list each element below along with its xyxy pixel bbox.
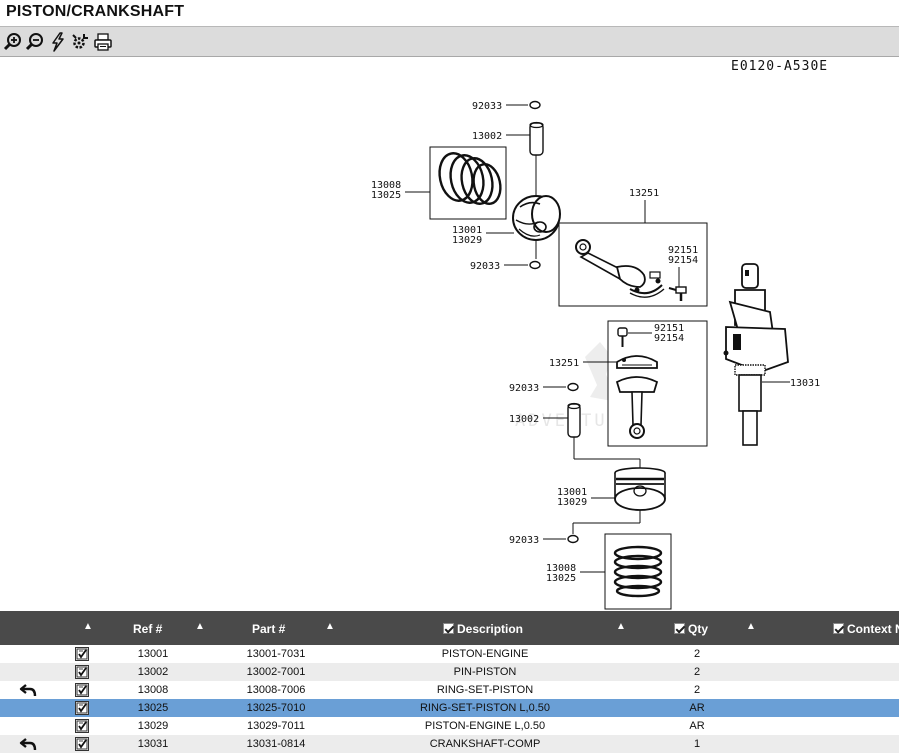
header-ref[interactable]: Ref #: [133, 622, 163, 636]
table-row[interactable]: 13031 13031-0814 CRANKSHAFT-COMP 1: [0, 735, 899, 753]
cell-description: CRANKSHAFT-COMP: [429, 738, 541, 750]
cell-description: RING-SET-PISTON: [436, 684, 534, 696]
header-context[interactable]: Context Notes: [833, 622, 899, 636]
cell-description: PISTON-ENGINE: [441, 648, 529, 660]
sort-icon[interactable]: ▲︎: [746, 621, 756, 632]
cell-part: 13029-7011: [247, 720, 305, 732]
connecting-rod-part-top[interactable]: [575, 239, 665, 298]
checkbox-icon[interactable]: [674, 623, 685, 634]
callout-92033-lower-a[interactable]: 92033: [509, 383, 539, 394]
cell-description: PIN-PISTON: [453, 666, 517, 678]
connecting-rod-part-lower[interactable]: [615, 355, 659, 439]
circlip-part[interactable]: [529, 100, 541, 110]
table-row[interactable]: 13002 13002-7001 PIN-PISTON 2: [0, 663, 899, 681]
table-row[interactable]: 13001 13001-7031 PISTON-ENGINE 2: [0, 645, 899, 663]
callout-92033-top[interactable]: 92033: [472, 101, 502, 112]
header-context-label: Context Notes: [847, 622, 899, 636]
callout-13029-top[interactable]: 13029: [452, 235, 482, 246]
settings-icon[interactable]: [70, 32, 90, 52]
sort-icon[interactable]: ▲︎: [83, 621, 93, 632]
callout-92033-mid[interactable]: 92033: [470, 261, 500, 272]
cell-ref: 13029: [137, 720, 169, 732]
header-part[interactable]: Part #: [252, 622, 286, 636]
bolt-part-top[interactable]: [668, 286, 687, 301]
diagram-code: E0120-A530E: [731, 59, 829, 74]
row-select-checkbox[interactable]: [75, 701, 89, 715]
piston-rings-part[interactable]: [435, 150, 504, 206]
cell-part: 13008-7006: [246, 684, 306, 696]
callout-13025-lower[interactable]: 13025: [546, 573, 576, 584]
cell-qty: 1: [693, 738, 701, 750]
checkbox-icon[interactable]: [833, 623, 844, 634]
cell-description: RING-SET-PISTON L,0.50: [419, 702, 550, 714]
cell-qty: 2: [693, 684, 701, 696]
return-arrow-icon[interactable]: [18, 682, 38, 698]
zoom-out-icon[interactable]: [25, 32, 45, 52]
callout-13251-top[interactable]: 13251: [629, 188, 659, 199]
table-row[interactable]: 13008 13008-7006 RING-SET-PISTON 2: [0, 681, 899, 699]
grid-header: ▲︎ Ref # ▲︎ Part # ▲︎ Description ▲︎ Qty…: [0, 611, 899, 645]
callout-13002-top[interactable]: 13002: [472, 131, 502, 142]
lightning-icon[interactable]: [48, 32, 68, 52]
piston-part-top[interactable]: [512, 195, 561, 241]
parts-diagram[interactable]: E0120-A530E ADVENTURE 92033 13002 13008 …: [0, 57, 899, 611]
row-select-checkbox[interactable]: [75, 683, 89, 697]
header-description-label: Description: [457, 622, 524, 636]
print-icon[interactable]: [93, 32, 113, 52]
row-select-checkbox[interactable]: [75, 719, 89, 733]
callout-13001-lower[interactable]: 13001: [557, 487, 587, 498]
row-select-checkbox[interactable]: [75, 737, 89, 751]
cell-part: 13002-7001: [246, 666, 306, 678]
title-bar: PISTON/CRANKSHAFT: [0, 0, 899, 27]
cell-part: 13031-0814: [246, 738, 306, 750]
callout-13025-top[interactable]: 13025: [371, 190, 401, 201]
row-select-checkbox[interactable]: [75, 647, 89, 661]
sort-icon[interactable]: ▲︎: [325, 621, 335, 632]
page-title: PISTON/CRANKSHAFT: [6, 3, 185, 20]
callout-13031[interactable]: 13031: [790, 378, 820, 389]
callout-92151-lower[interactable]: 92151: [654, 323, 684, 334]
piston-rings-part-lower[interactable]: [613, 545, 663, 598]
callout-92033-lower-b[interactable]: 92033: [509, 535, 539, 546]
bolt-part-lower[interactable]: [617, 327, 628, 347]
callout-92151-top[interactable]: 92151: [668, 245, 698, 256]
callout-13029-lower[interactable]: 13029: [557, 497, 587, 508]
callout-13008-top[interactable]: 13008: [371, 180, 401, 191]
cell-qty: 2: [693, 666, 701, 678]
cell-part: 13025-7010: [246, 702, 306, 714]
cell-ref: 13001: [137, 648, 169, 660]
header-qty[interactable]: Qty: [674, 622, 708, 636]
return-arrow-icon[interactable]: [18, 736, 38, 752]
sort-icon[interactable]: ▲︎: [616, 621, 626, 632]
cell-ref: 13008: [137, 684, 169, 696]
cell-ref: 13025: [137, 702, 169, 714]
toolbar: [0, 27, 899, 57]
cell-ref: 13002: [137, 666, 169, 678]
callout-13251-lower[interactable]: 13251: [549, 358, 579, 369]
cell-ref: 13031: [137, 738, 169, 750]
header-description[interactable]: Description: [443, 622, 523, 636]
callout-13008-lower[interactable]: 13008: [546, 563, 576, 574]
callout-92154-lower[interactable]: 92154: [654, 333, 684, 344]
callout-92154-top[interactable]: 92154: [668, 255, 698, 266]
header-qty-label: Qty: [688, 622, 709, 636]
cell-part: 13001-7031: [246, 648, 306, 660]
callout-13002-lower[interactable]: 13002: [509, 414, 539, 425]
cell-qty: AR: [689, 720, 705, 732]
sort-icon[interactable]: ▲︎: [195, 621, 205, 632]
cell-description: PISTON-ENGINE L,0.50: [424, 720, 546, 732]
piston-part-lower[interactable]: [614, 467, 666, 511]
zoom-in-icon[interactable]: [3, 32, 23, 52]
table-row[interactable]: 13029 13029-7011 PISTON-ENGINE L,0.50 AR: [0, 717, 899, 735]
cell-qty: 2: [693, 648, 701, 660]
parts-grid: ▲︎ Ref # ▲︎ Part # ▲︎ Description ▲︎ Qty…: [0, 611, 899, 754]
callout-13001-top[interactable]: 13001: [452, 225, 482, 236]
crankshaft-part[interactable]: [723, 263, 789, 446]
cell-qty: AR: [689, 702, 705, 714]
row-select-checkbox[interactable]: [75, 665, 89, 679]
table-row[interactable]: 13025 13025-7010 RING-SET-PISTON L,0.50 AR: [0, 699, 899, 717]
checkbox-icon[interactable]: [443, 623, 454, 634]
